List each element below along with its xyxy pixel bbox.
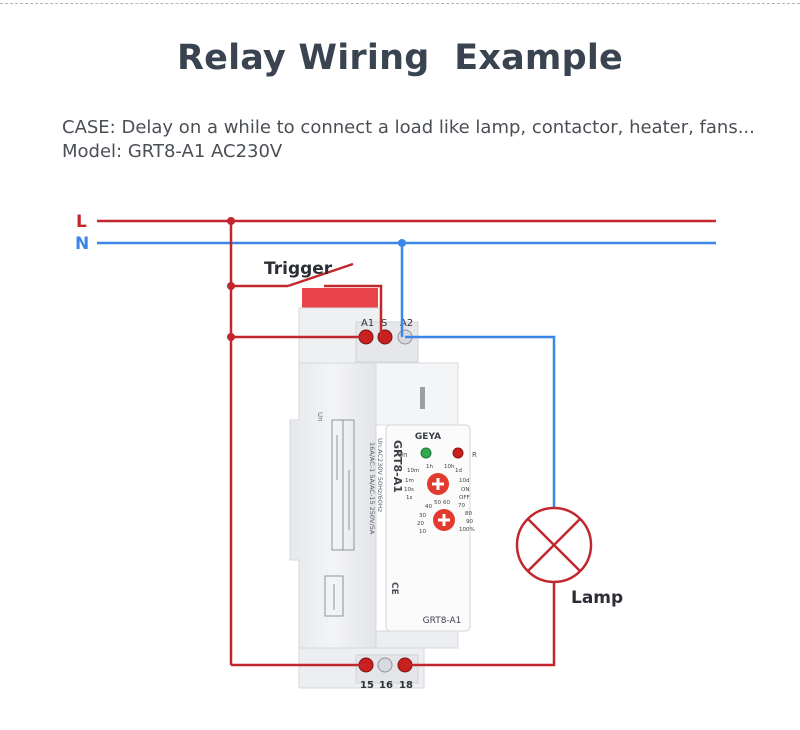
contact-18-to-lamp-wire <box>405 582 556 667</box>
percent-scale-label: 20 <box>417 521 424 527</box>
time-scale-label: 1d <box>455 468 462 474</box>
side-printed-chart <box>324 419 355 617</box>
relay-vertical-model: GRT8-A1 <box>391 440 404 493</box>
time-scale-label: ON <box>461 487 469 493</box>
time-scale-label: OFF <box>459 495 470 501</box>
percent-scale-label: 80 <box>465 511 472 517</box>
terminal-16-screw[interactable] <box>377 657 393 673</box>
relay-side-body <box>289 362 377 649</box>
percent-scale-label: 30 <box>419 513 426 519</box>
model-description: Model: GRT8-A1 AC230V <box>62 141 283 162</box>
terminal-label-15: 15 <box>360 680 374 691</box>
lamp-icon <box>515 506 593 584</box>
percent-scale-label: 70 <box>458 503 465 509</box>
front-model-label: GRT8-A1 <box>423 616 462 626</box>
terminal-label-16: 16 <box>379 680 393 691</box>
terminal-label-a1: A1 <box>361 318 374 329</box>
junction-dot <box>227 282 235 290</box>
junction-dot <box>398 239 406 247</box>
junction-dot <box>227 333 235 341</box>
percent-scale-label: 90 <box>466 519 473 525</box>
relay-module: Un GRT8-A1 Un:AC230V 50Hz/60Hz 16A/AC-1 … <box>289 288 477 691</box>
time-scale-label: 10d <box>459 478 470 484</box>
time-scale-label: 10s <box>404 487 414 493</box>
percent-scale: 40 50 60 70 30 80 20 90 10 100% <box>417 500 475 535</box>
side-label-un: Un <box>316 412 324 422</box>
percent-scale-label: 40 <box>425 504 432 510</box>
trigger-label: Trigger <box>264 259 333 279</box>
relay-lower-front <box>375 630 459 649</box>
case-description: CASE: Delay on a while to connect a load… <box>62 117 755 138</box>
time-knob-cross-icon <box>432 478 444 490</box>
relay-top-tab <box>302 288 378 308</box>
time-scale-label: 1s <box>406 495 412 501</box>
time-scale-label: 10h <box>444 464 455 470</box>
percent-scale-label: 50 <box>434 500 441 506</box>
percent-scale-label: 100% <box>459 527 475 533</box>
trigger-switch-blade <box>287 262 354 288</box>
percent-knob-cross-icon <box>438 514 450 526</box>
percent-scale-label: 60 <box>443 500 450 506</box>
brand-logo: GEYA <box>415 432 441 442</box>
relay-spec-line1: Un:AC230V 50Hz/60Hz <box>376 438 384 513</box>
terminal-label-s: S <box>381 318 387 329</box>
lamp-neutral-wire <box>405 335 556 508</box>
lamp-label: Lamp <box>571 588 623 608</box>
l-line-label: L <box>76 212 87 232</box>
time-scale-label: 1m <box>405 478 414 484</box>
terminal-label-18: 18 <box>399 680 413 691</box>
relay-front-top <box>375 362 459 426</box>
percent-scale-label: 10 <box>419 529 426 535</box>
terminal-label-a2: A2 <box>400 318 413 329</box>
ce-mark: CE <box>389 582 399 595</box>
front-slot <box>420 387 425 409</box>
n-line-label: N <box>75 234 89 254</box>
r-led-label: R <box>472 451 477 459</box>
un-led-label: Un <box>398 451 408 459</box>
top-dashed-divider <box>0 3 800 4</box>
time-scale: 10m 1h 10h 1m 1d 10s 10d 1s ON OFF <box>404 464 470 501</box>
junction-dot <box>227 217 235 225</box>
relay-led-red <box>452 447 464 459</box>
trigger-output-wire <box>324 284 383 337</box>
time-scale-label: 1h <box>426 464 433 470</box>
relay-spec-line2: 16A/AC-1 5A/AC-15 250V/5A <box>368 442 376 535</box>
time-scale-label: 10m <box>407 468 419 474</box>
page-title: Relay Wiring Example <box>177 38 623 78</box>
power-led-green <box>420 447 432 459</box>
